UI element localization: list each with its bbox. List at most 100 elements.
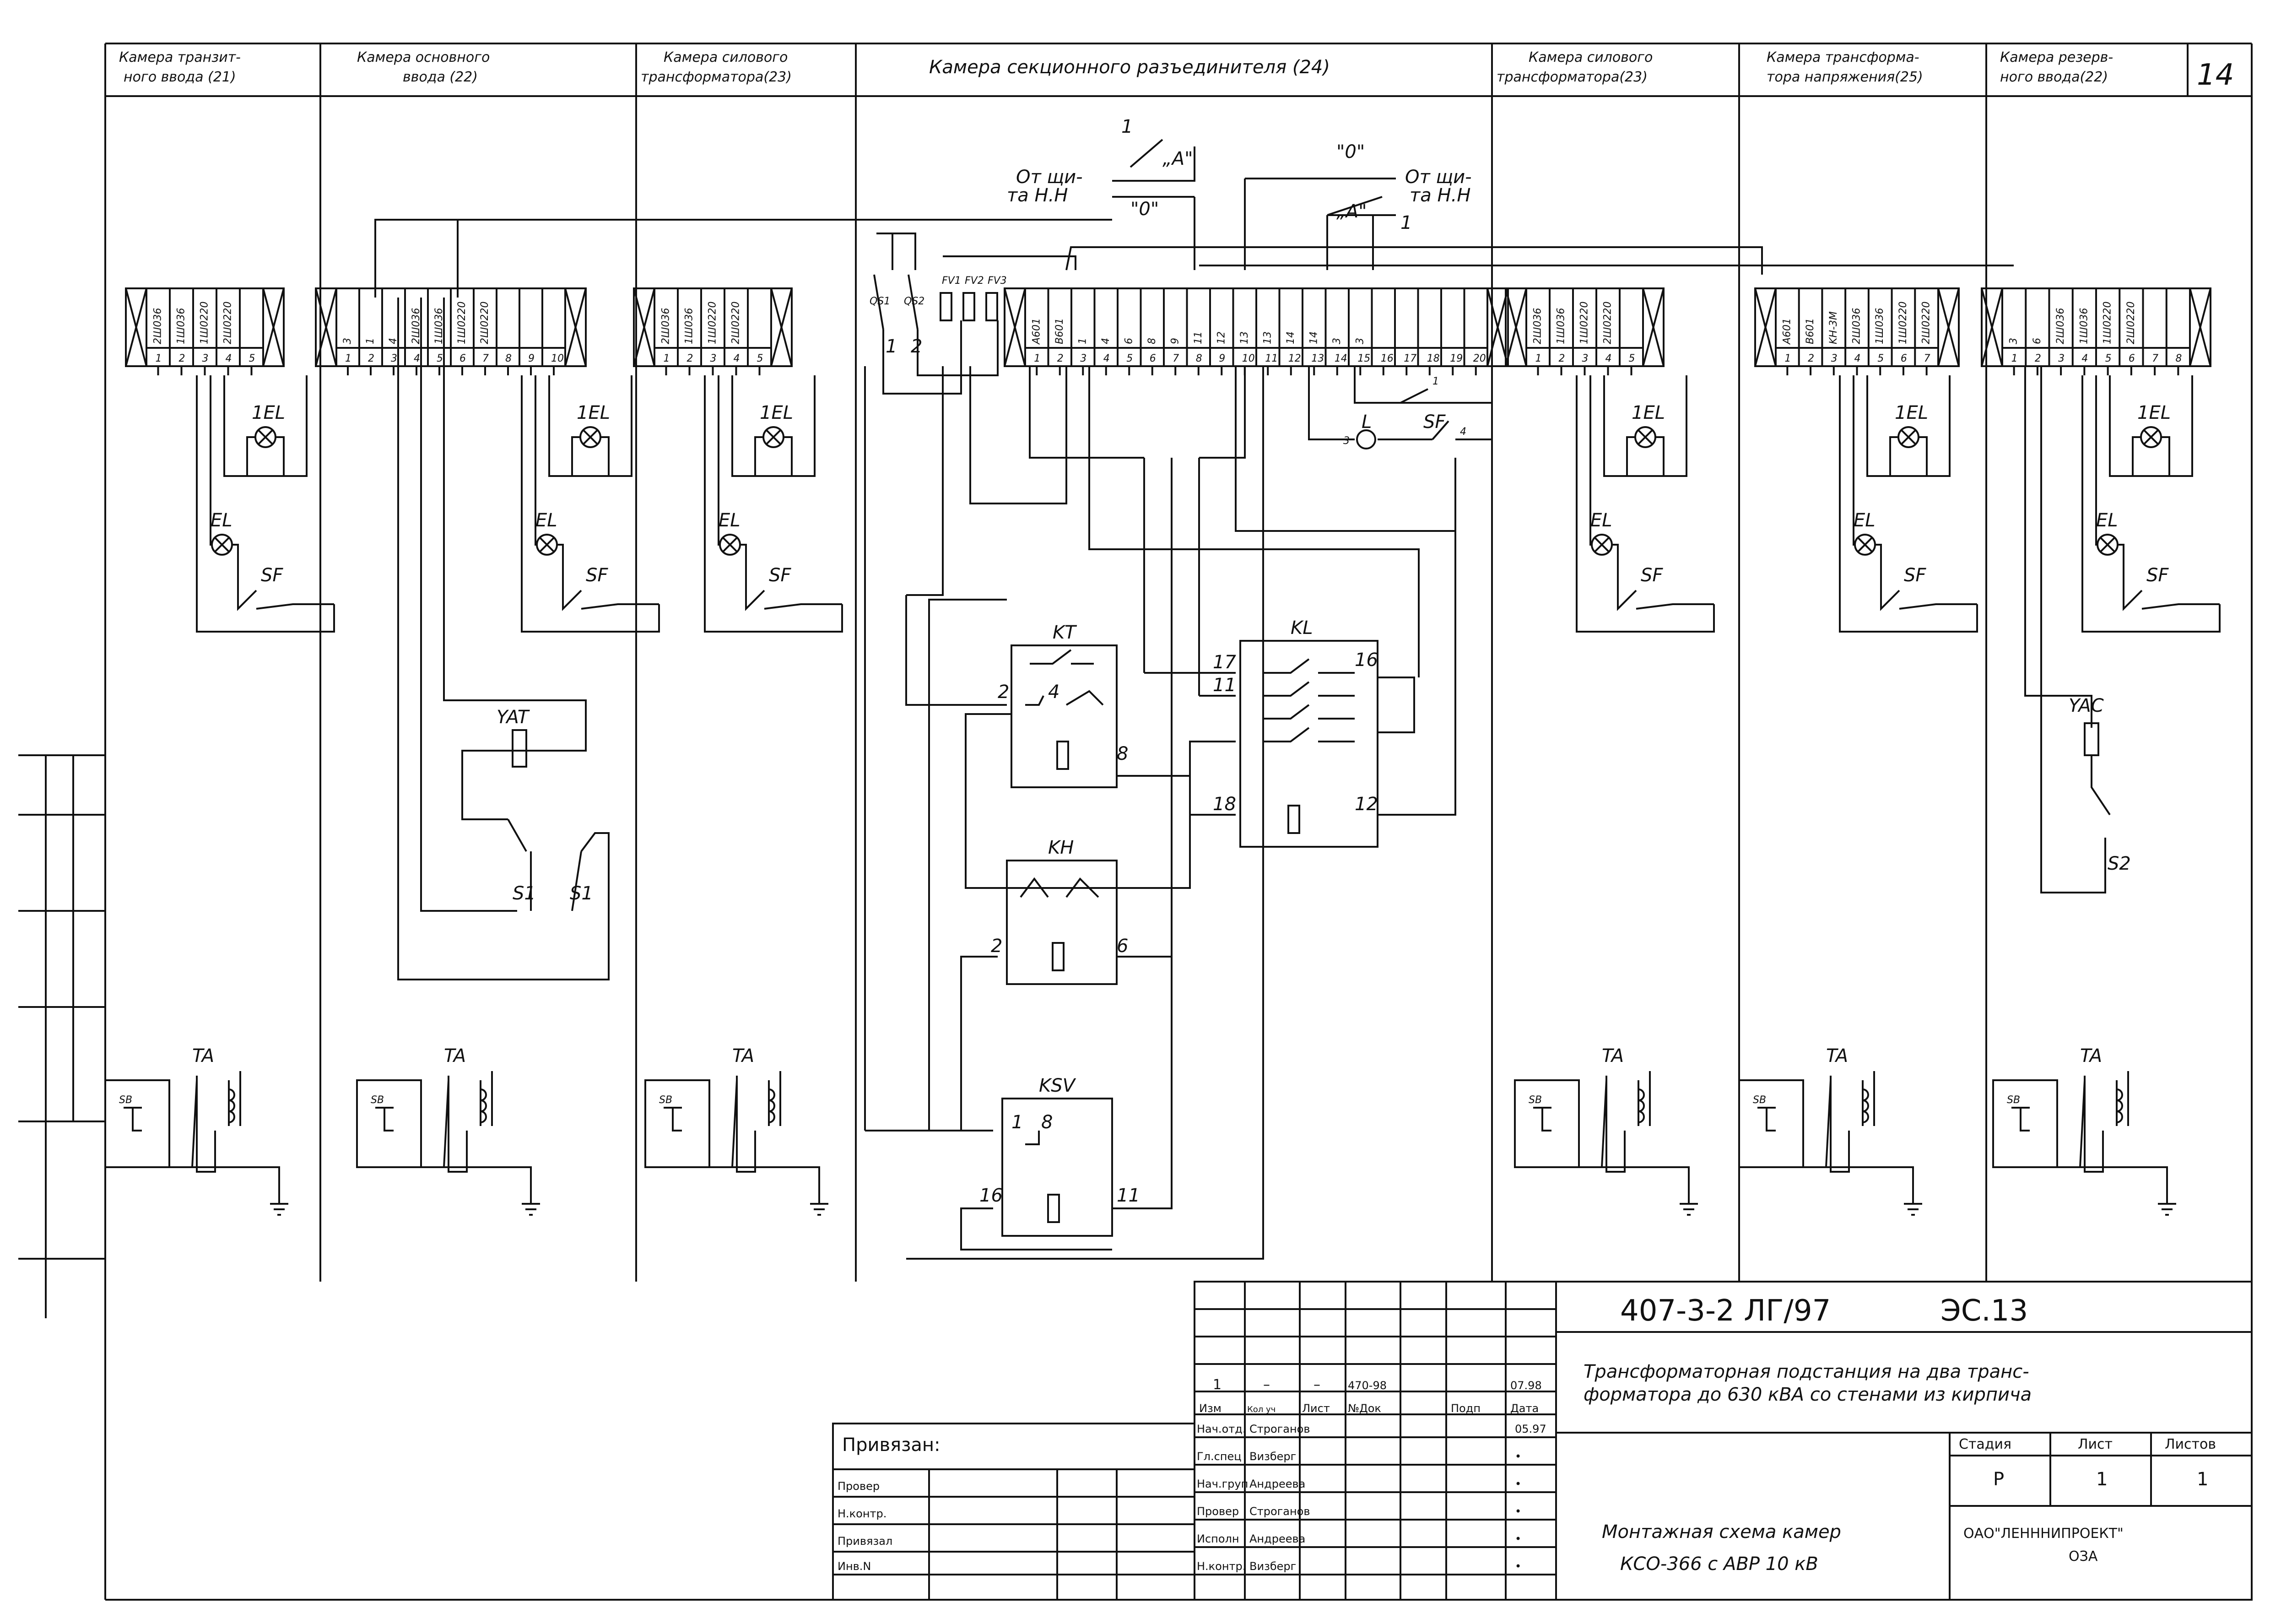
- drawing-title-l2: КСО-366 с АВР 10 кВ: [1620, 1554, 1818, 1575]
- sb-label: SB: [1529, 1094, 1542, 1106]
- role-3-title: Провер: [1197, 1505, 1239, 1518]
- ksv-box: [1001, 1098, 1113, 1237]
- sheet-header: Лист: [2078, 1436, 2113, 1452]
- tb-c24-num-12: 12: [1288, 353, 1301, 364]
- role-4-title: Исполн: [1197, 1532, 1239, 1545]
- lamp-1el-label: 1EL: [2137, 402, 2171, 423]
- sf-label: SF: [769, 565, 791, 586]
- tb-c25-num-4: 4: [1854, 353, 1861, 364]
- tb-c24-num-10: 10: [1242, 353, 1255, 364]
- left-role-1: Н.контр.: [838, 1507, 886, 1520]
- col-c21-title-l1: Камера транзит-: [119, 49, 241, 65]
- role-0-title: Нач.отд.: [1197, 1423, 1246, 1435]
- sf-label: SF: [2146, 565, 2169, 586]
- tb-c21-label-4: 2Ш0220: [222, 301, 234, 344]
- tb-c23a-num-5: 5: [757, 353, 763, 364]
- lamp-1el-label: 1EL: [760, 402, 793, 423]
- tb-c23b-num-2: 2: [1559, 353, 1565, 364]
- tb-c24-num-17: 17: [1404, 353, 1416, 364]
- hdr-izm: Изм: [1199, 1402, 1222, 1415]
- hdr-kol: Кол уч: [1247, 1405, 1276, 1414]
- left-role-0: Провер: [838, 1480, 880, 1493]
- tb-c24-label-5: 6: [1123, 338, 1135, 344]
- tb-c22r-label-2: 6: [2032, 338, 2043, 344]
- tb-c23b-label-4: 2Ш0220: [1602, 301, 1614, 344]
- tb-c22-label-5: 1Ш036: [433, 308, 445, 344]
- sf-label: SF: [1904, 565, 1926, 586]
- tb-c21-label-3: 1Ш0220: [199, 301, 211, 344]
- kl-label: KL: [1291, 617, 1313, 639]
- ksv-pin-8: 8: [1041, 1112, 1053, 1133]
- tb-c24-label-14: 3: [1331, 338, 1343, 344]
- qs1-label: QS1: [870, 296, 890, 307]
- sb-label: SB: [2007, 1094, 2020, 1106]
- kh-label: KH: [1048, 837, 1074, 858]
- role-1-date: •: [1515, 1450, 1521, 1463]
- tb-c25-num-2: 2: [1808, 353, 1814, 364]
- lamp-1el-label: 1EL: [1895, 402, 1928, 423]
- role-0-date: 05.97: [1515, 1423, 1546, 1435]
- tb-c22-label-6: 1Ш0220: [456, 301, 468, 344]
- role-5-title: Н.контр.: [1197, 1560, 1246, 1573]
- column-separators: [319, 43, 2189, 1282]
- kt-pin-8: 8: [1117, 743, 1128, 764]
- tb-c23a-label-1: 2Ш036: [660, 308, 672, 344]
- tb-c22r-label-1: 3: [2008, 338, 2020, 344]
- tb-c22r-num-1: 1: [2011, 353, 2018, 364]
- page-number: 14: [2197, 58, 2234, 92]
- lamp-1el-label: 1EL: [577, 402, 610, 423]
- kl-pin-18: 18: [1213, 794, 1236, 815]
- sf-label: SF: [1641, 565, 1663, 586]
- c24-feed: [387, 139, 2014, 395]
- tb-c22-num-1: 1: [345, 353, 351, 364]
- relay-kh: [960, 860, 1173, 1131]
- lamp-el-label: EL: [535, 510, 557, 531]
- chg-izm: 1: [1213, 1377, 1222, 1393]
- qs2-label: QS2: [904, 296, 924, 307]
- tb-c24-label-13: 14: [1308, 331, 1319, 344]
- tb-c21-num-1: 1: [156, 353, 162, 364]
- tb-c23a-label-4: 2Ш0220: [730, 301, 742, 344]
- project-title-l1: Трансформаторная подстанция на два транс…: [1584, 1361, 2029, 1382]
- tb-c21-num-5: 5: [249, 353, 255, 364]
- c24-wiring: [864, 366, 1456, 1260]
- project-title-l2: форматора до 630 кВА со стенами из кирпи…: [1584, 1384, 2032, 1405]
- tb-c23b-label-2: 1Ш036: [1556, 308, 1567, 344]
- yac-label: YAC: [2069, 695, 2104, 716]
- lamp-el-label: EL: [1854, 510, 1876, 531]
- col-c23a-title-l1: Камера силового: [664, 49, 788, 65]
- hdr-podp: Подп: [1451, 1402, 1481, 1415]
- col-c25-title-l2: тора напряжения(25): [1767, 69, 1923, 85]
- chg-list: –: [1313, 1377, 1320, 1393]
- col-c23b-title-l1: Камера силового: [1529, 49, 1653, 65]
- ta-label: TA: [444, 1045, 466, 1066]
- lamp-1el-label: 1EL: [1632, 402, 1665, 423]
- privyazan-label: Привязан:: [842, 1435, 941, 1456]
- org-l1: ОАО"ЛЕНННИПРОЕКТ": [1963, 1526, 2124, 1542]
- tb-c24-num-19: 19: [1450, 353, 1463, 364]
- title-block: [832, 1281, 2253, 1601]
- ksv-label: KSV: [1039, 1075, 1076, 1096]
- tb-c25-num-1: 1: [1784, 353, 1791, 364]
- tb-c24-num-3: 3: [1080, 353, 1086, 364]
- chg-ndok: 470-98: [1348, 1379, 1387, 1392]
- tb-c25-label-2: B601: [1805, 318, 1816, 344]
- tb-c22-num-2: 2: [368, 353, 374, 364]
- tb-c23b-label-1: 2Ш036: [1532, 308, 1544, 344]
- kl-pin-16: 16: [1355, 650, 1378, 671]
- tb-c24-num-6: 6: [1150, 353, 1156, 364]
- tb-c24-num-2: 2: [1057, 353, 1064, 364]
- left-role-3: Инв.N: [838, 1560, 871, 1573]
- chg-date: 07.98: [1510, 1379, 1542, 1392]
- chg-kol: –: [1263, 1377, 1270, 1393]
- kl-pin-17: 17: [1213, 652, 1236, 673]
- tb-c23b-num-5: 5: [1629, 353, 1635, 364]
